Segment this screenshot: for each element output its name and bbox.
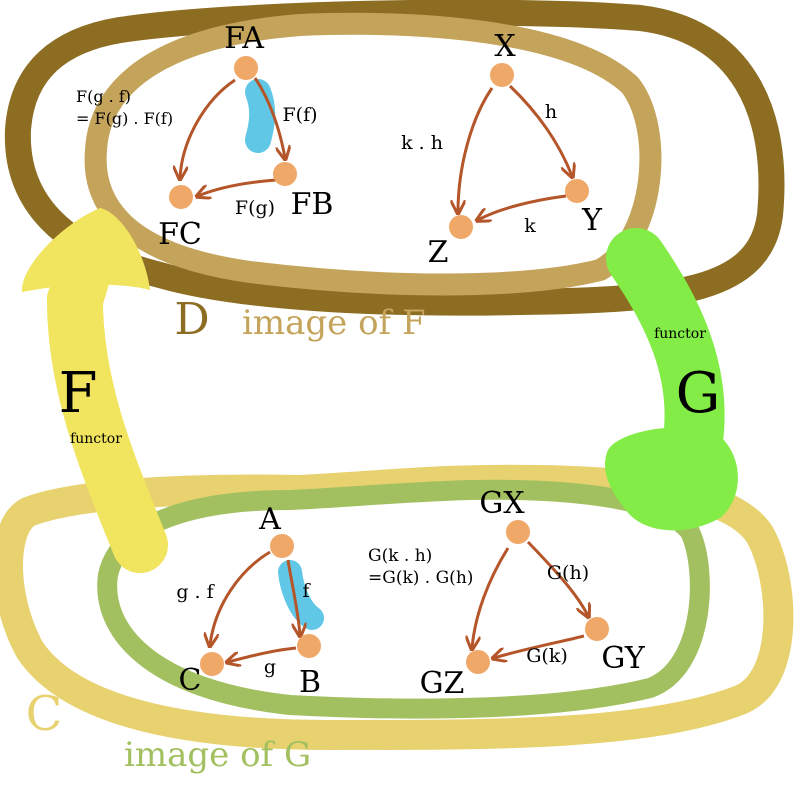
equation-top-line1: F(g . f) [76,87,131,106]
label-gk: G(k) [526,645,568,667]
arrow-g [228,646,297,662]
node-fa [234,56,258,80]
functor-g-caption: functor [654,326,706,342]
functor-g-arrowhead [604,427,738,531]
arrow-f [286,559,300,635]
arrow-kh [458,87,494,212]
label-x: X [494,29,516,64]
node-a [270,534,294,558]
equation-bottom-line1: G(k . h) [368,546,432,566]
label-f: f [302,580,311,602]
label-gy: GY [601,641,645,676]
category-d-label: D [174,294,209,345]
arrow-gkh [472,547,510,648]
arrow-k [478,194,567,220]
category-d-loop [4,0,785,316]
image-of-f-label: image of F [242,303,426,343]
node-z [449,215,473,239]
label-kh: k . h [401,132,443,154]
node-x [490,63,514,87]
label-fg: F(g) [235,197,275,219]
node-b [297,634,321,658]
node-c [200,652,224,676]
arrow-gh [526,540,588,616]
arrow-fg [198,178,277,196]
node-gy [585,617,609,641]
ff-highlight [245,79,276,153]
equation-bottom-line2: =G(k) . G(h) [368,568,473,588]
category-c-loop [0,464,794,750]
category-c-label: C [26,686,63,742]
image-of-g-loop [97,479,710,719]
label-gx: GX [479,486,525,521]
label-fb: FB [291,187,334,222]
equation-top-line2: = F(g) . F(f) [76,109,173,128]
label-gh: G(h) [547,562,589,584]
label-y: Y [581,203,603,238]
arrow-ff [253,77,285,158]
label-ff: F(f) [282,104,317,126]
label-c: C [179,663,202,698]
node-fc [169,185,193,209]
functor-f-shaft [46,222,168,573]
node-gx [506,520,530,544]
functor-g-label: G [676,361,721,426]
arrow-fa-fc [180,78,236,178]
functor-f-arrowhead [21,208,150,292]
label-gz: GZ [420,666,465,701]
label-g: g [264,656,276,678]
functor-f-label: F [59,361,98,426]
label-h: h [545,101,557,123]
functor-f-caption: functor [70,431,122,447]
label-z: Z [428,235,449,270]
arrow-gk [494,634,585,658]
label-b: B [299,665,321,700]
label-fc: FC [158,217,202,252]
node-gz [466,650,490,674]
label-gf: g . f [176,581,215,603]
image-of-g-label: image of G [124,735,311,775]
label-fa: FA [224,21,264,56]
arrow-h [508,84,572,176]
node-fb [273,162,297,186]
label-k: k [524,215,536,237]
arrow-gf [210,550,271,645]
functor-g-shaft [606,228,725,470]
node-y [565,179,589,203]
image-of-f-loop [84,12,662,296]
label-a: A [258,502,281,537]
